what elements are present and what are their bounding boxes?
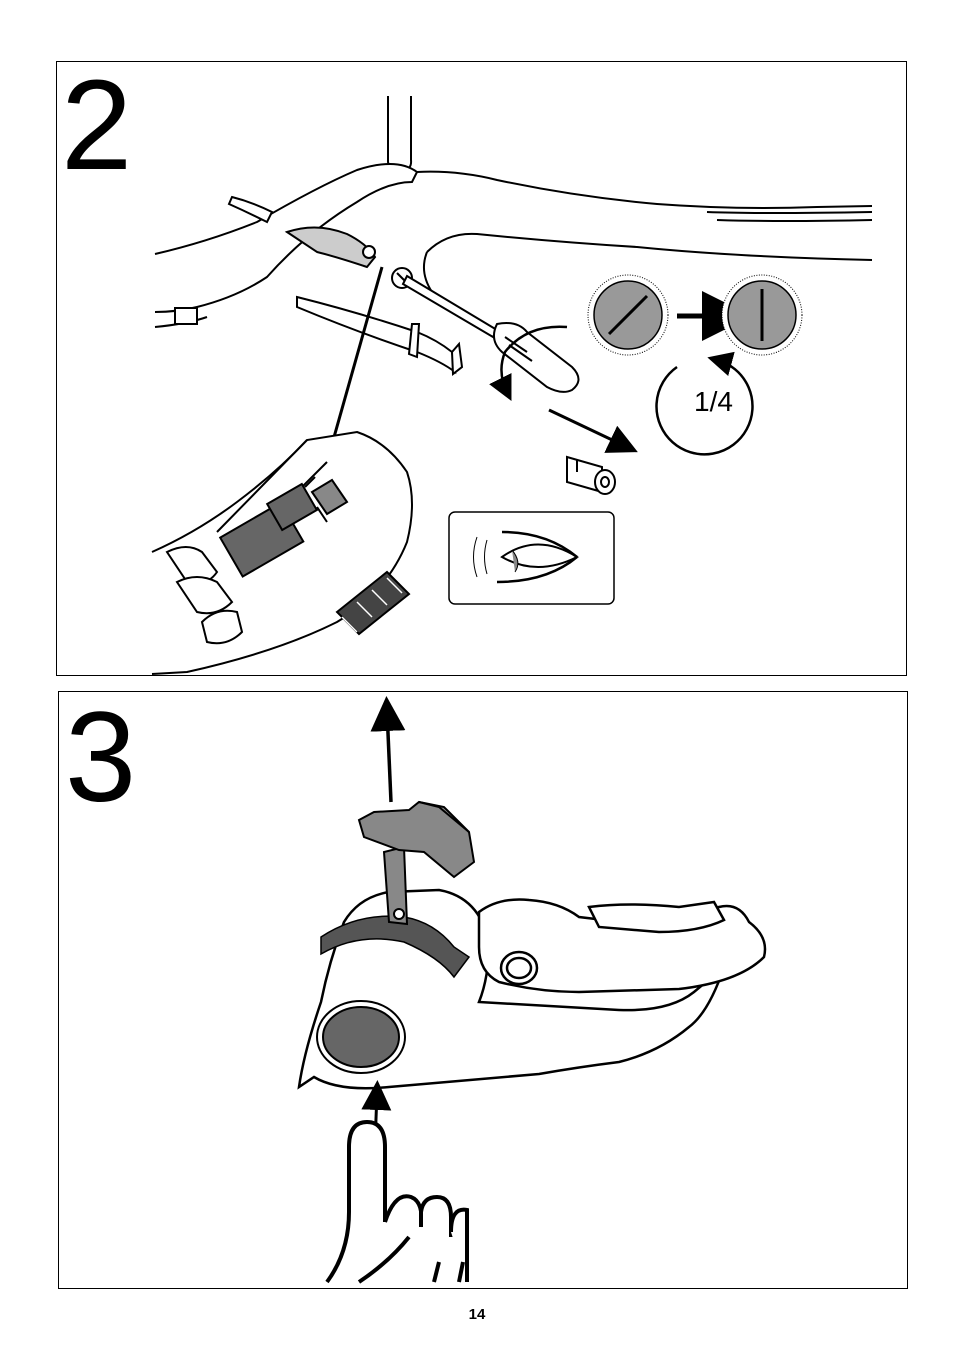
step-3-panel: 3 [58, 691, 908, 1289]
step-3-illustration [59, 692, 908, 1289]
finger-press-icon [327, 1122, 467, 1282]
rotation-label: 1/4 [694, 386, 733, 417]
adjuster-detail [152, 432, 412, 674]
screwdriver-icon [392, 268, 579, 392]
page-number: 14 [0, 1306, 954, 1323]
arrow-up-icon [387, 710, 391, 802]
screw-head-after [722, 275, 802, 355]
screw-head-before [588, 275, 668, 355]
step-2-illustration: 1/4 [57, 62, 907, 676]
eye-icon [449, 512, 614, 604]
release-button [317, 1001, 405, 1073]
screw-head-icon [567, 457, 615, 494]
step-2-panel: 2 [56, 61, 907, 676]
handle-post [388, 96, 411, 170]
